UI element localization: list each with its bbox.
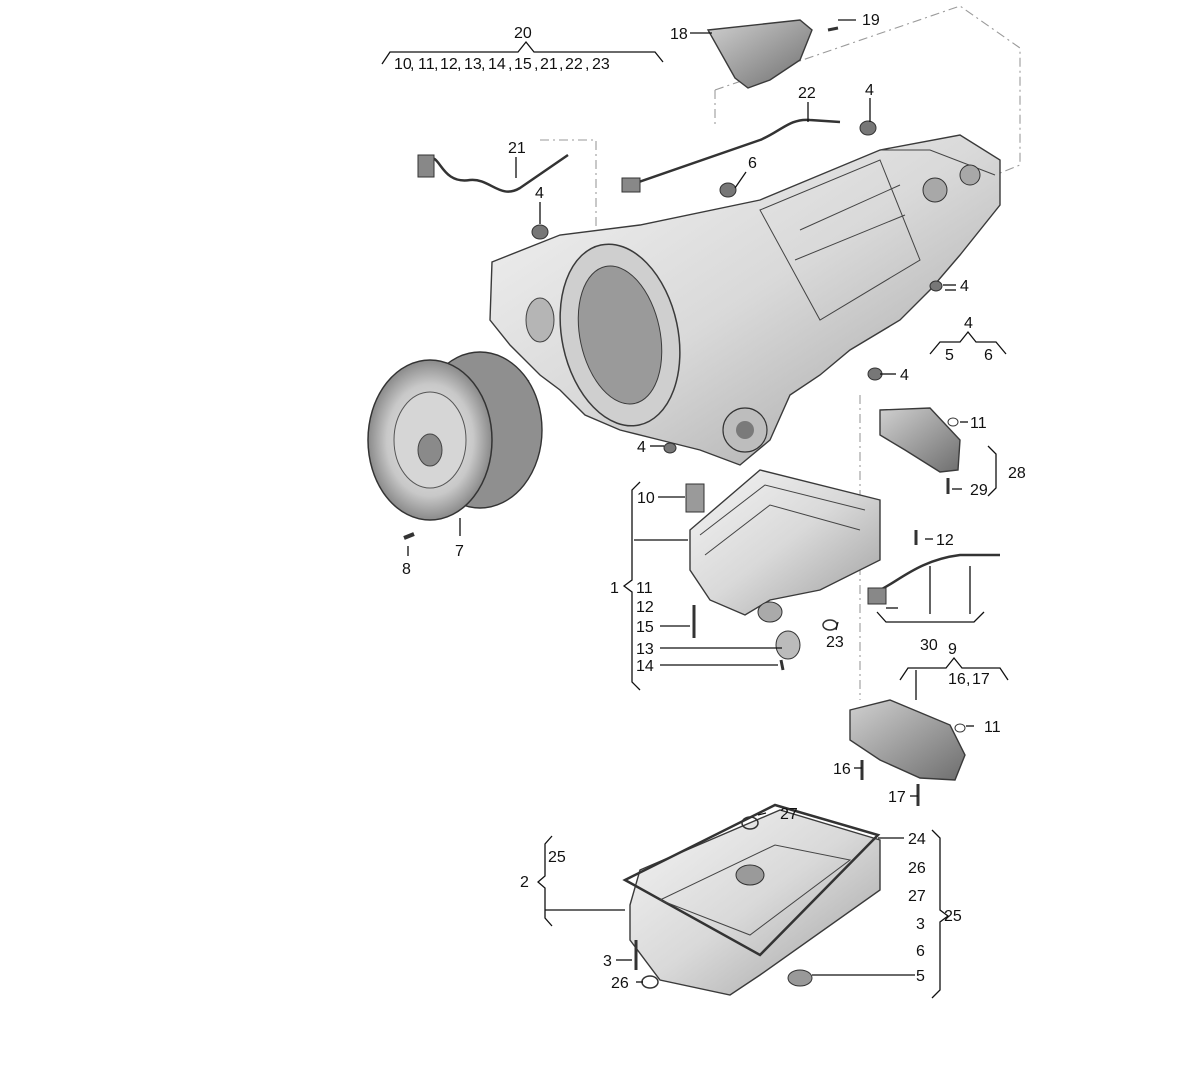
label-group-20-member-11: 11	[418, 56, 435, 73]
label-4-top: 4	[865, 82, 874, 99]
label-group-20-member-14: 14	[488, 56, 506, 73]
label-4-lower-right: 4	[900, 367, 909, 384]
label-3-pan: 3	[603, 953, 612, 970]
label-27-list: 27	[908, 888, 926, 905]
label-4-left: 4	[535, 185, 544, 202]
label-group-28: 28	[1008, 465, 1026, 482]
label-8: 8	[402, 561, 411, 578]
label-group-4-member-6: 6	[984, 347, 993, 364]
svg-text:,: ,	[559, 56, 563, 73]
label-14: 14	[636, 658, 654, 675]
label-group-20-member-21: 21	[540, 56, 558, 73]
label-group-20-member-15: 15	[514, 56, 532, 73]
label-5-list: 5	[916, 968, 925, 985]
label-17: 17	[888, 789, 906, 806]
leader-lines	[407, 19, 974, 983]
svg-text:,: ,	[410, 56, 414, 73]
svg-text:,: ,	[434, 56, 438, 73]
svg-text:,: ,	[534, 56, 538, 73]
label-6-list: 6	[916, 943, 925, 960]
label-16: 16	[833, 761, 851, 778]
label-10: 10	[637, 490, 655, 507]
callout-labels: 20 10 11 12 13 14 15 21 22 23 , , , , , …	[394, 12, 1026, 992]
label-6: 6	[748, 155, 757, 172]
label-group-1: 1	[610, 580, 619, 597]
label-12-valve-body: 12	[636, 599, 654, 616]
label-group-4: 4	[964, 315, 973, 332]
label-group-20-member-23: 23	[592, 56, 610, 73]
label-23: 23	[826, 634, 844, 651]
svg-text:,: ,	[585, 56, 589, 73]
label-11-actuator: 11	[970, 415, 987, 432]
valve-body	[685, 469, 881, 671]
label-22: 22	[798, 85, 816, 102]
label-15: 15	[636, 619, 654, 636]
label-29: 29	[970, 482, 988, 499]
svg-text:,: ,	[508, 56, 512, 73]
cover-part	[706, 19, 813, 89]
label-group-30: 30	[920, 637, 938, 654]
label-group-20-member-22: 22	[565, 56, 583, 73]
actuator-module	[879, 407, 961, 473]
label-group-20: 20	[514, 25, 532, 42]
label-7: 7	[455, 543, 464, 560]
label-11-mechatronic: 11	[984, 719, 1001, 736]
transmission-housing	[489, 134, 1001, 466]
label-group-9: 9	[948, 641, 957, 658]
label-group-2: 2	[520, 874, 529, 891]
label-26-list: 26	[908, 860, 926, 877]
svg-text:,: ,	[481, 56, 485, 73]
wiring-harnesses	[417, 118, 1000, 605]
label-group-9-member-17: 17	[972, 671, 990, 688]
label-4-right: 4	[960, 278, 969, 295]
label-21: 21	[508, 140, 526, 157]
label-18: 18	[670, 26, 688, 43]
label-3-list: 3	[916, 916, 925, 933]
label-26-pan: 26	[611, 975, 629, 992]
mechatronic-module	[849, 699, 966, 806]
label-13: 13	[636, 641, 654, 658]
label-19: 19	[862, 12, 880, 29]
svg-text:,: ,	[966, 671, 970, 688]
label-12-right: 12	[936, 532, 954, 549]
label-25-left: 25	[548, 849, 566, 866]
label-group-20-member-12: 12	[440, 56, 458, 73]
label-group-4-member-5: 5	[945, 347, 954, 364]
label-group-25-right: 25	[944, 908, 962, 925]
group-brackets	[381, 40, 1009, 999]
label-4-bottom: 4	[637, 439, 646, 456]
label-27-top: 27	[780, 806, 798, 823]
torque-converter	[367, 351, 543, 521]
svg-text:,: ,	[457, 56, 461, 73]
oil-pan	[622, 803, 881, 996]
label-11-valve-body: 11	[636, 580, 653, 597]
label-group-20-member-13: 13	[464, 56, 482, 73]
plugs-and-fittings	[531, 120, 943, 454]
label-24: 24	[908, 831, 926, 848]
label-group-20-member-10: 10	[394, 56, 412, 73]
label-group-9-member-16: 16	[948, 671, 966, 688]
